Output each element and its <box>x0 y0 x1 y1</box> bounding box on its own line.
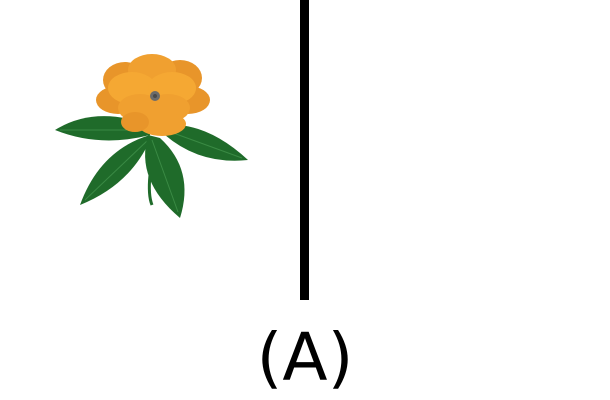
left-flower-panel <box>0 0 300 300</box>
flower-illustration-right <box>310 0 610 300</box>
flower-left <box>55 54 248 218</box>
caption-label: (A) <box>256 319 354 396</box>
right-flower-panel <box>310 0 610 300</box>
flower-illustration-left <box>55 54 248 218</box>
leaf <box>160 124 248 161</box>
divider-line <box>300 0 309 300</box>
